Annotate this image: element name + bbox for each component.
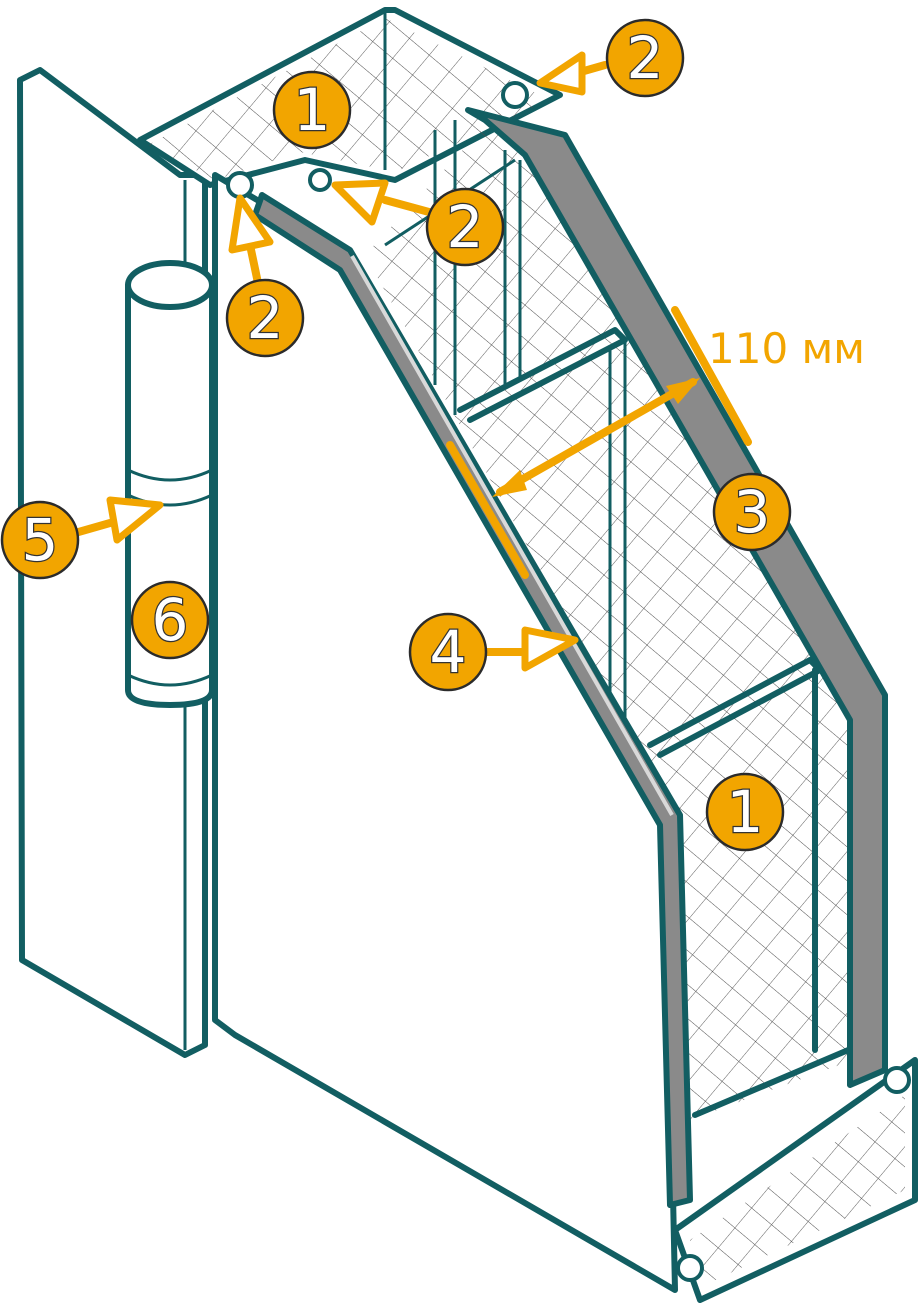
arrow-icon [106, 496, 164, 544]
svg-text:5: 5 [22, 506, 59, 574]
arrow-icon [536, 51, 586, 96]
callout-4: 4 [408, 612, 488, 692]
callout-6: 6 [130, 580, 210, 660]
callout-2-top-right: 2 [605, 18, 685, 98]
svg-text:2: 2 [627, 24, 664, 92]
dimension-arrowhead-left [492, 470, 527, 497]
outer-steel-sheet [465, 107, 888, 1088]
inner-steel-sheet [252, 192, 693, 1208]
dimension-arrowhead-right [666, 378, 700, 404]
door-leaf-bottom-profile [672, 1057, 918, 1303]
callout-1-bottom: 1 [705, 772, 785, 852]
svg-text:2: 2 [447, 193, 484, 261]
svg-text:3: 3 [734, 478, 771, 546]
arrow-icon [228, 194, 274, 254]
door-leaf-insulation [365, 110, 880, 1120]
callout-5: 5 [0, 500, 80, 580]
callout-2-middle: 2 [425, 187, 505, 267]
svg-text:1: 1 [294, 76, 331, 144]
svg-text:4: 4 [430, 618, 467, 686]
callout-1-top: 1 [272, 70, 352, 150]
svg-text:6: 6 [152, 586, 189, 654]
arrow-icon [521, 626, 579, 672]
dimension-tick-outer [671, 306, 752, 446]
callout-arrows [71, 51, 609, 672]
svg-text:2: 2 [247, 284, 284, 352]
dimension-label: 110 мм [708, 324, 865, 373]
dimension-tick-inner [446, 441, 529, 579]
callout-3: 3 [712, 472, 792, 552]
thickness-dimension: 110 мм [446, 306, 865, 579]
svg-text:1: 1 [727, 778, 764, 846]
arrow-icon [331, 179, 389, 226]
dimension-line [496, 378, 697, 496]
callout-2-left: 2 [225, 278, 305, 358]
